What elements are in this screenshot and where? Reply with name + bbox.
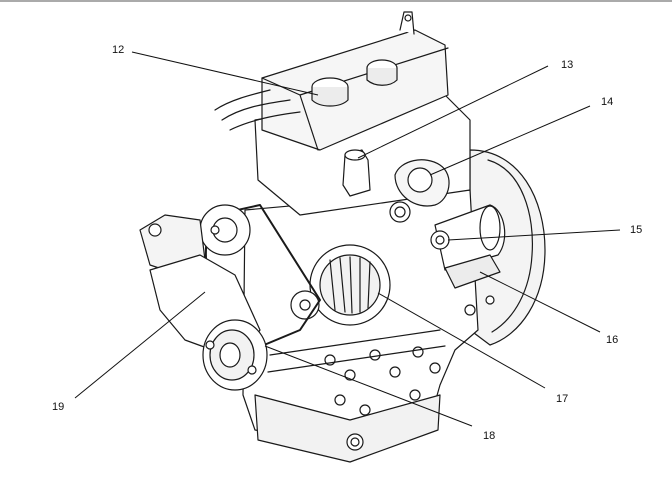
callout-16: 16 <box>606 334 618 346</box>
leader-14 <box>429 105 591 176</box>
leader-19 <box>74 291 206 399</box>
leader-13 <box>357 65 549 159</box>
callout-labels: 12 13 14 15 16 17 18 19 <box>52 44 642 442</box>
oil-pan <box>254 394 441 463</box>
leader-18 <box>264 345 473 427</box>
injector-lines <box>214 89 301 131</box>
thermostat-housing <box>342 149 371 197</box>
callout-17: 17 <box>556 393 568 405</box>
callout-19: 19 <box>52 401 64 413</box>
callout-15: 15 <box>630 224 642 236</box>
leader-lines <box>74 51 621 427</box>
callout-18: 18 <box>483 430 495 442</box>
leader-15 <box>447 229 621 241</box>
leader-12 <box>131 51 319 96</box>
starter-solenoid <box>444 254 501 289</box>
crankshaft-pulley <box>202 319 268 391</box>
engine-drawing <box>139 11 546 463</box>
callout-13: 13 <box>561 59 573 71</box>
leader-16 <box>479 271 601 333</box>
callout-14: 14 <box>601 96 613 108</box>
callout-12: 12 <box>112 44 124 56</box>
leader-17 <box>377 292 546 389</box>
alternator <box>290 244 391 326</box>
